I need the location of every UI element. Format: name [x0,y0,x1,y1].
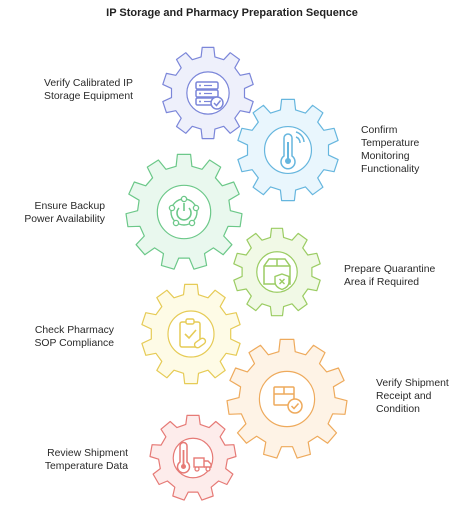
step-gear-1 [162,46,254,140]
step-gear-3 [125,153,243,270]
step-gear-6 [226,338,348,459]
server-check-icon [195,81,224,110]
quarantine-box-icon [263,258,291,291]
gear-hub-3 [156,184,212,240]
gear-hub-5 [167,310,215,358]
step-gear-4 [233,227,321,317]
step-gear-7 [149,414,237,501]
step-gear-5 [141,283,241,385]
gear-hub-6 [258,370,316,428]
package-check-icon [273,386,303,414]
clipboard-check-icon [179,318,207,349]
step-gear-2 [237,98,339,202]
diagram-title: IP Storage and Pharmacy Preparation Sequ… [106,7,358,19]
power-cycle-icon [168,195,200,227]
thermometer-signal-icon [280,131,305,170]
thermometer-truck-icon [176,441,212,474]
